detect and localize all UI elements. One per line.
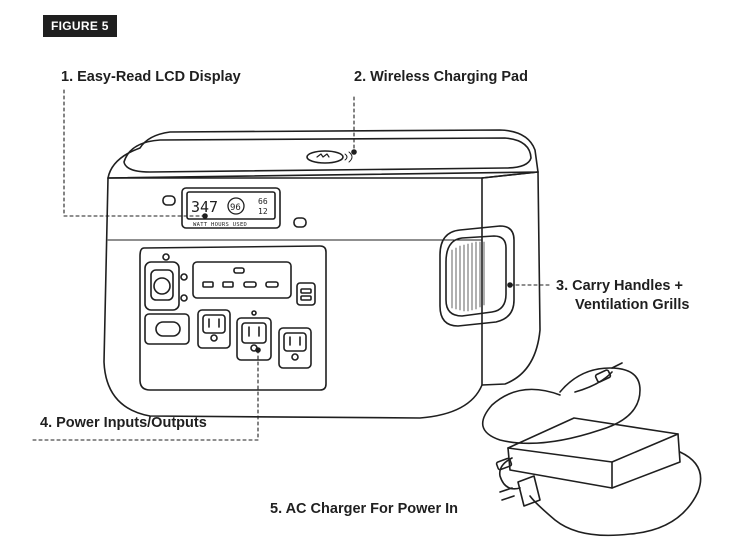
lid-outer (107, 129, 539, 179)
callout-lcd-display: 1. Easy-Read LCD Display (61, 69, 241, 85)
lcd-right-button (293, 217, 307, 228)
lcd-caption: WATT HOURS USED (193, 222, 247, 228)
leader-ports (29, 349, 259, 441)
input-port-2 (300, 295, 312, 301)
callout-ac-charger: 5. AC Charger For Power In (270, 501, 458, 517)
lcd-ring (227, 197, 245, 215)
power-button-frame (144, 313, 190, 345)
input-port-1 (300, 288, 312, 294)
usb-power-button (233, 267, 245, 274)
strain-relief (495, 457, 513, 471)
callout-power-ports: 4. Power Inputs/Outputs (40, 415, 207, 431)
wall-plug-body (517, 475, 541, 507)
charger-brick (507, 417, 681, 489)
usb-c-port-1 (243, 281, 257, 288)
ports-panel (139, 245, 327, 391)
wall-plug-prongs (499, 487, 515, 501)
side-face (481, 171, 541, 386)
leader-lines (29, 89, 551, 441)
callout-wireless-pad: 2. Wireless Charging Pad (354, 69, 528, 85)
lcd-screen (186, 191, 276, 220)
ac-outlet-3 (278, 327, 312, 369)
usb-module (192, 261, 292, 299)
figure-badge: FIGURE 5 (43, 15, 117, 37)
wireless-pad-surface (123, 137, 532, 173)
cable-loop-lower (529, 451, 702, 537)
dc-plug-tip (594, 369, 612, 383)
callout-ventilation-grills: Ventilation Grills (575, 297, 690, 313)
lcd-ring-value: 96 (230, 203, 241, 213)
ac-charger (482, 362, 702, 537)
ac-outlet-1 (197, 309, 231, 349)
dc-led-2 (180, 294, 188, 302)
input-port-module (296, 282, 316, 306)
wireless-charging-icon (306, 150, 353, 164)
lcd-bezel (181, 187, 281, 229)
lcd-bottom-right-value: 12 (258, 207, 268, 216)
charger-brick-edge (507, 433, 679, 463)
dc-socket-inner (150, 269, 174, 301)
ventilation-grills (451, 241, 485, 312)
lcd-left-button (162, 195, 176, 206)
dc-socket-frame (144, 261, 180, 311)
cable-loop-upper (482, 367, 641, 445)
usb-a-port-2 (222, 281, 234, 288)
carry-handle (439, 225, 515, 327)
power-button (155, 321, 181, 337)
dc-socket-hole (153, 277, 171, 295)
power-station (103, 129, 541, 419)
dc-led-1 (180, 273, 188, 281)
dc-button-top (162, 253, 170, 261)
leader-dot-handles (507, 282, 513, 288)
leader-dot-wireless (351, 149, 357, 155)
lcd-top-right-value: 66 (258, 197, 268, 206)
lcd-main-value: 347 (191, 198, 218, 216)
front-face (103, 177, 483, 419)
leader-lcd (63, 89, 206, 217)
leader-dot-lcd (202, 213, 208, 219)
dc-plug-pin (611, 362, 623, 369)
usb-c-port-2 (265, 281, 279, 288)
callout-carry-handles: 3. Carry Handles + (556, 278, 683, 294)
ac-outlet-2 (236, 310, 272, 361)
usb-a-port-1 (202, 281, 214, 288)
